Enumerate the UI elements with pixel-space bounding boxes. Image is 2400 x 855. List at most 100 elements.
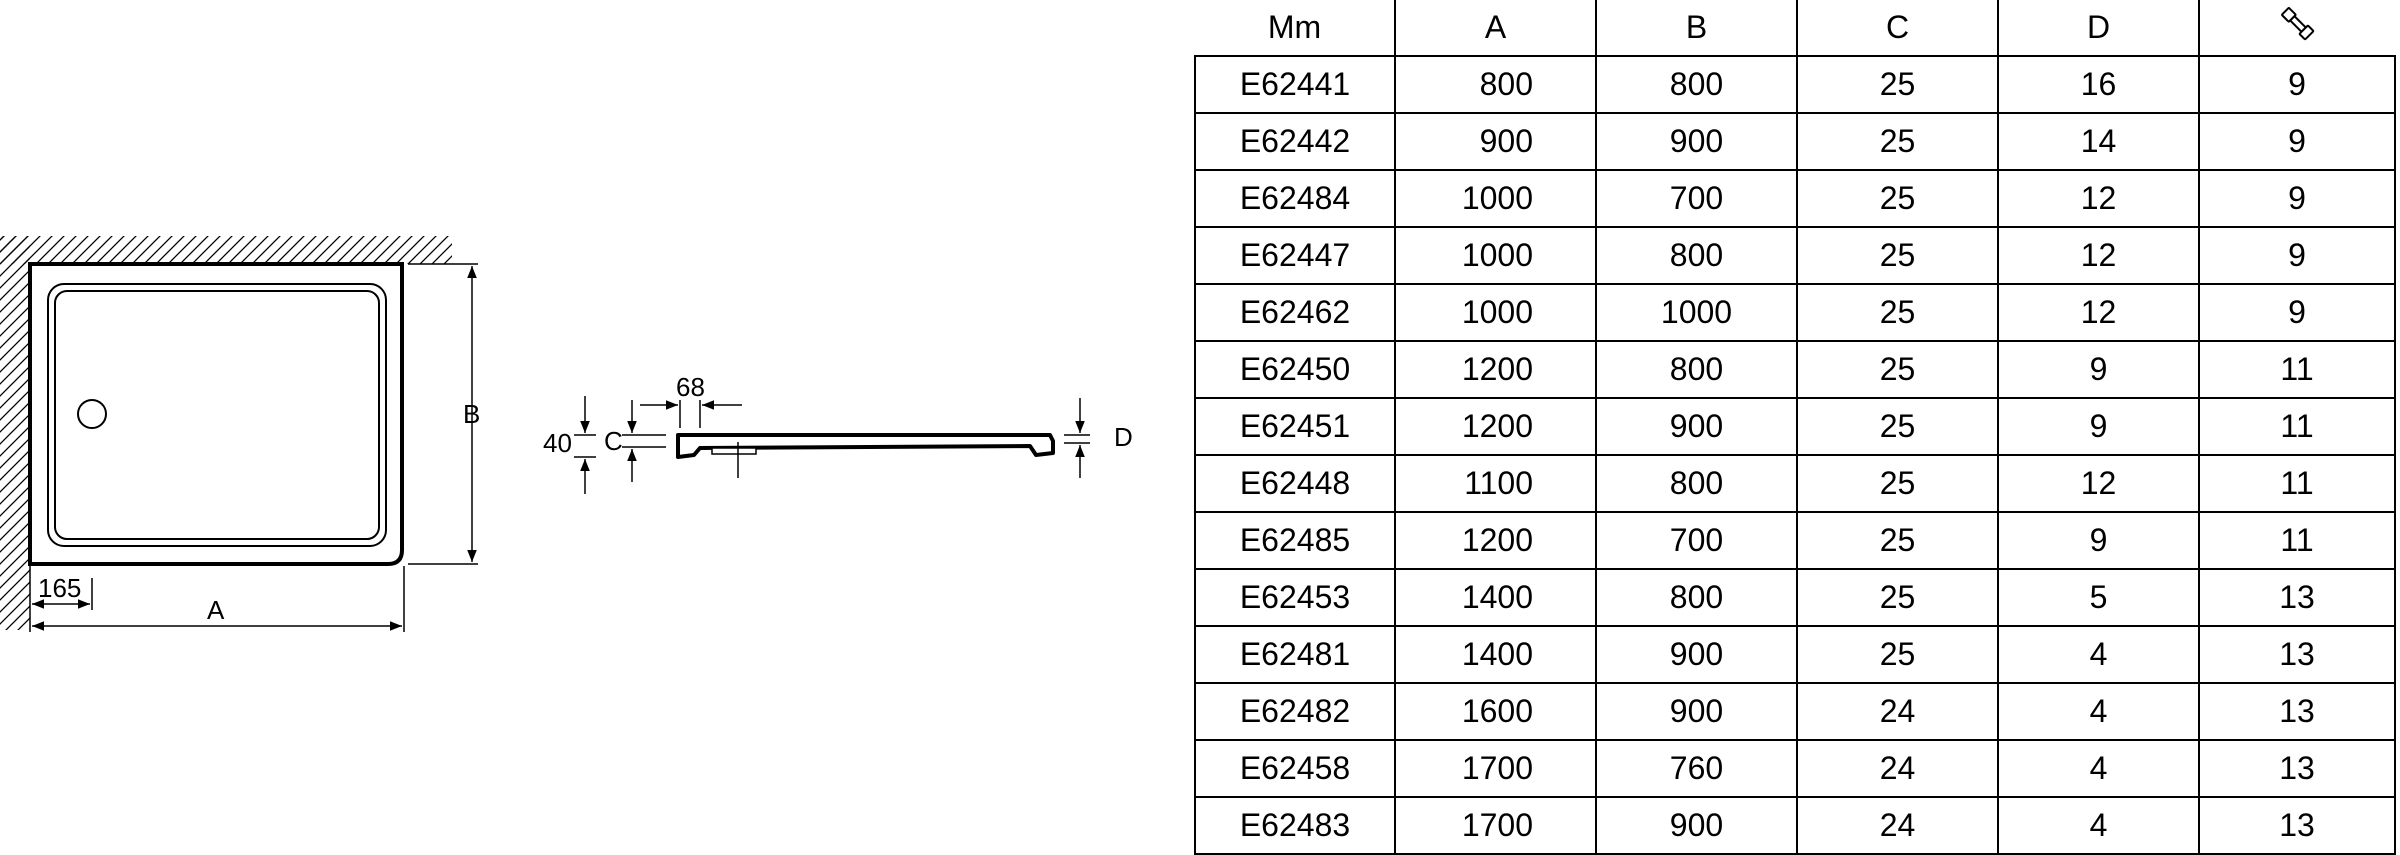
cell-A: 900 [1394,112,1597,171]
cell-B: 900 [1595,682,1798,741]
cell-D: 12 [1997,454,2200,513]
cell-B: 700 [1595,511,1798,570]
cell-code: E62442 [1194,112,1396,171]
cell-waste: 13 [2198,739,2396,798]
cell-C: 25 [1796,169,1999,228]
cell-code: E62450 [1194,340,1396,399]
cell-C: 25 [1796,55,1999,114]
cell-A: 1700 [1394,739,1597,798]
cell-code: E62483 [1194,796,1396,855]
cell-D: 16 [1997,55,2200,114]
cell-D: 12 [1997,226,2200,285]
cell-waste: 9 [2198,226,2396,285]
cell-A: 1200 [1394,340,1597,399]
cell-C: 25 [1796,454,1999,513]
cell-D: 4 [1997,625,2200,684]
header-c: C [1796,0,1999,57]
cell-A: 1000 [1394,169,1597,228]
cell-C: 25 [1796,226,1999,285]
cell-B: 900 [1595,112,1798,171]
cell-D: 4 [1997,739,2200,798]
cell-B: 760 [1595,739,1798,798]
cell-C: 25 [1796,625,1999,684]
tray-outline [28,262,404,566]
table-header-row: Mm A B C D [1195,0,2395,57]
cell-waste: 11 [2198,340,2396,399]
cell-B: 700 [1595,169,1798,228]
cell-code: E62482 [1194,682,1396,741]
left-wall-hatch [0,236,30,630]
dim-a-label: A [207,595,225,625]
cell-waste: 9 [2198,112,2396,171]
cell-B: 900 [1595,625,1798,684]
cell-D: 12 [1997,283,2200,342]
technical-drawing: B A 165 68 40 C [0,236,1133,632]
dim-40-label: 40 [543,428,572,458]
cell-A: 1200 [1394,511,1597,570]
cell-B: 800 [1595,568,1798,627]
cell-A: 1700 [1394,796,1597,855]
cell-waste: 13 [2198,796,2396,855]
cell-B: 1000 [1595,283,1798,342]
header-d: D [1997,0,2200,57]
dim-b-label: B [463,399,480,429]
cell-A: 1400 [1394,568,1597,627]
cell-C: 25 [1796,112,1999,171]
cell-C: 25 [1796,397,1999,456]
cell-code: E62451 [1194,397,1396,456]
dim-68-label: 68 [676,372,705,402]
cell-A: 1000 [1394,283,1597,342]
cell-A: 1400 [1394,625,1597,684]
tray-section-profile [676,433,1055,459]
cell-code: E62484 [1194,169,1396,228]
cell-C: 25 [1796,568,1999,627]
waste-fitting-icon [2280,6,2314,40]
cell-code: E62485 [1194,511,1396,570]
cell-code: E62448 [1194,454,1396,513]
plan-view: B A 165 [0,236,480,632]
drain-outlet [711,447,757,455]
cell-B: 800 [1595,55,1798,114]
cell-D: 5 [1997,568,2200,627]
cell-D: 14 [1997,112,2200,171]
dim-c-label: C [604,426,623,456]
cell-C: 24 [1796,796,1999,855]
cell-waste: 11 [2198,454,2396,513]
dim-165-label: 165 [38,573,81,603]
cell-waste: 9 [2198,55,2396,114]
cell-D: 9 [1997,511,2200,570]
cell-waste: 11 [2198,397,2396,456]
cell-waste: 13 [2198,682,2396,741]
cell-waste: 9 [2198,169,2396,228]
cell-D: 9 [1997,340,2200,399]
cell-A: 800 [1394,55,1597,114]
header-mm: Mm [1195,0,1396,57]
cell-C: 25 [1796,340,1999,399]
cell-B: 800 [1595,226,1798,285]
header-b: B [1595,0,1798,57]
cell-C: 25 [1796,511,1999,570]
tray-inner-basin [54,290,380,540]
cell-code: E62453 [1194,568,1396,627]
cell-D: 4 [1997,796,2200,855]
cell-waste: 11 [2198,511,2396,570]
cell-D: 9 [1997,397,2200,456]
cell-A: 1100 [1394,454,1597,513]
drain-circle [77,399,107,429]
cell-B: 800 [1595,454,1798,513]
cell-C: 25 [1796,283,1999,342]
tray-inner-outline [47,283,387,547]
